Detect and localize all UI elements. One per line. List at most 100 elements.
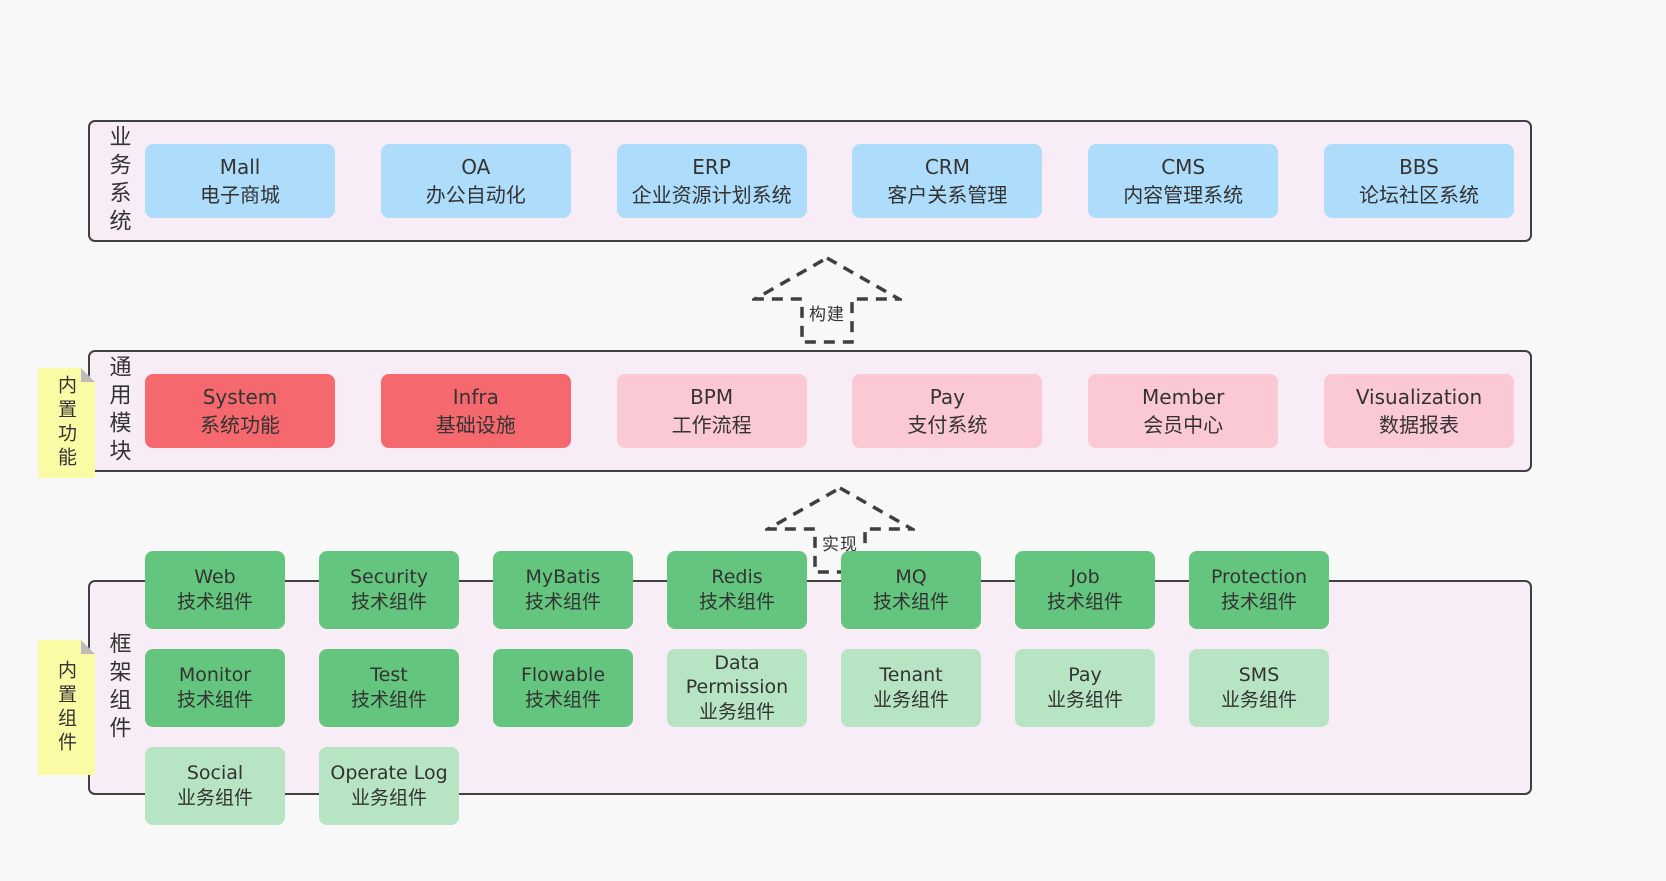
- box-subtitle: 技术组件: [872, 590, 949, 613]
- box-mall: Mall 电子商城: [145, 144, 335, 218]
- box-subtitle: 技术组件: [524, 590, 601, 613]
- box-member: Member 会员中心: [1088, 374, 1279, 448]
- layer-boxes: System 系统功能 Infra 基础设施 BPM 工作流程 Pay 支付系统 Member 会…: [145, 352, 1530, 470]
- box-title: Tenant: [879, 664, 943, 687]
- box-title: Data Permission: [685, 652, 789, 699]
- box-subtitle: 会员中心: [1143, 413, 1224, 437]
- box-title: Redis: [711, 566, 763, 589]
- box-title: System: [202, 384, 278, 409]
- box-subtitle: 基础设施: [435, 413, 516, 437]
- box-subtitle: 内容管理系统: [1123, 183, 1244, 207]
- sticky-note-text: 内置组件: [55, 659, 77, 756]
- box-subtitle: 技术组件: [524, 688, 601, 711]
- box-title: SMS: [1238, 664, 1280, 687]
- box-title: Pay: [929, 384, 966, 409]
- box-subtitle: 业务组件: [698, 700, 775, 723]
- box-subtitle: 技术组件: [350, 688, 427, 711]
- layer-boxes: Mall 电子商城 OA 办公自动化 ERP 企业资源计划系统 CRM 客户关系管理 CMS 内容…: [145, 122, 1530, 240]
- box-bbs: BBS 论坛社区系统: [1323, 144, 1514, 218]
- sticky-note-builtin-features: 内置功能: [38, 368, 95, 478]
- box-title: MQ: [895, 566, 927, 589]
- box-title: OA: [461, 154, 491, 179]
- box-erp: ERP 企业资源计划系统: [616, 144, 807, 218]
- box-title: Visualization: [1355, 384, 1483, 409]
- box-title: Protection: [1210, 566, 1308, 589]
- box-infra: Infra 基础设施: [380, 374, 571, 448]
- box-subtitle: 业务组件: [176, 786, 253, 809]
- box-title: BPM: [690, 384, 734, 409]
- box-title: Test: [370, 664, 408, 687]
- layer-common-modules: 通用模块 System 系统功能 Infra 基础设施 BPM 工作流程 Pay 支付系统 Me…: [88, 350, 1532, 472]
- box-title: Social: [186, 762, 244, 785]
- box-subtitle: 业务组件: [350, 786, 427, 809]
- box-subtitle: 技术组件: [1046, 590, 1123, 613]
- box-subtitle: 系统功能: [200, 413, 280, 437]
- box-subtitle: 技术组件: [350, 590, 427, 613]
- box-title: BBS: [1399, 154, 1439, 179]
- box-subtitle: 企业资源计划系统: [631, 183, 792, 207]
- box-subtitle: 技术组件: [1220, 590, 1297, 613]
- box-title: Pay: [1068, 664, 1102, 687]
- box-title: Operate Log: [330, 762, 448, 785]
- box-subtitle: 数据报表: [1378, 413, 1459, 437]
- box-title: Flowable: [520, 664, 606, 687]
- box-pay: Pay 支付系统: [852, 374, 1043, 448]
- box-title: ERP: [692, 154, 731, 179]
- box-subtitle: 业务组件: [872, 688, 949, 711]
- box-subtitle: 支付系统: [907, 413, 988, 437]
- sticky-note-builtin-components: 内置组件: [38, 640, 95, 775]
- box-visualization: Visualization 数据报表: [1323, 374, 1514, 448]
- box-subtitle: 业务组件: [1220, 688, 1297, 711]
- layer-label-common-modules: 通用模块: [105, 355, 131, 467]
- box-subtitle: 业务组件: [1046, 688, 1123, 711]
- box-title: Mall: [219, 154, 261, 179]
- box-subtitle: 技术组件: [176, 688, 253, 711]
- box-bpm: BPM 工作流程: [616, 374, 807, 448]
- box-subtitle: 技术组件: [698, 590, 775, 613]
- box-title: Infra: [452, 384, 499, 409]
- implement-arrow-icon: 实现: [765, 486, 915, 574]
- build-arrow-label: 构建: [806, 300, 848, 325]
- build-arrow-icon: 构建: [752, 256, 902, 344]
- box-title: Monitor: [178, 664, 252, 687]
- box-subtitle: 技术组件: [176, 590, 253, 613]
- box-system: System 系统功能: [145, 374, 335, 448]
- box-subtitle: 电子商城: [200, 183, 280, 207]
- layer-label-framework-components: 框架组件: [105, 631, 131, 744]
- box-title: Web: [194, 566, 236, 589]
- layer-label-business-systems: 业务系统: [105, 125, 131, 237]
- box-crm: CRM 客户关系管理: [852, 144, 1043, 218]
- box-subtitle: 客户关系管理: [887, 183, 1008, 207]
- box-title: Member: [1142, 384, 1225, 409]
- box-title: Job: [1070, 566, 1100, 589]
- layer-business-systems: 业务系统 Mall 电子商城 OA 办公自动化 ERP 企业资源计划系统 CRM 客户关系管理…: [88, 120, 1532, 242]
- box-oa: OA 办公自动化: [380, 144, 571, 218]
- box-cms: CMS 内容管理系统: [1088, 144, 1279, 218]
- sticky-note-text: 内置功能: [55, 375, 77, 471]
- box-title: Security: [349, 566, 429, 589]
- box-title: MyBatis: [525, 566, 601, 589]
- box-subtitle: 办公自动化: [425, 183, 526, 207]
- box-subtitle: 论坛社区系统: [1358, 183, 1479, 207]
- box-subtitle: 工作流程: [671, 413, 752, 437]
- box-title: CMS: [1161, 154, 1206, 179]
- box-title: CRM: [924, 154, 970, 179]
